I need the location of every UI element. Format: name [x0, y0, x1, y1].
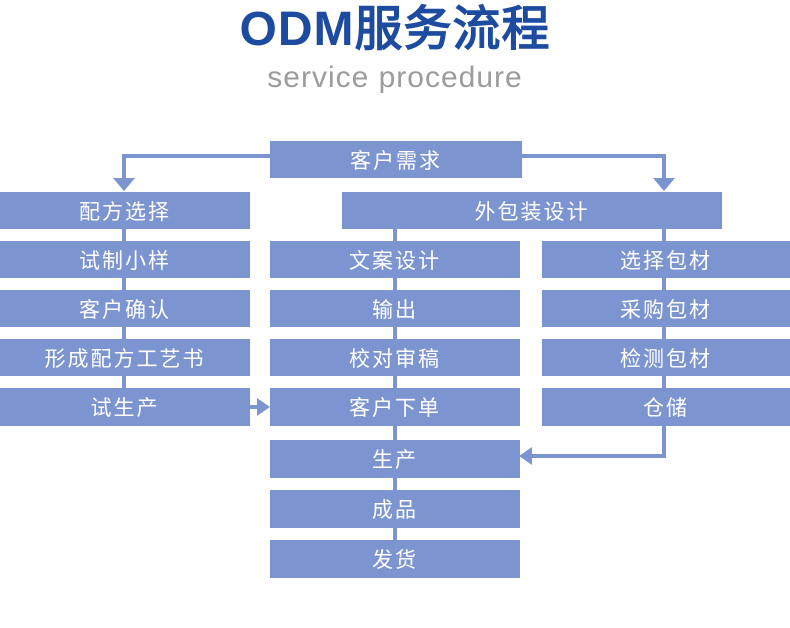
page-title: ODM服务流程 [239, 3, 551, 56]
node-outer-packaging-design: 外包装设计 [342, 192, 722, 229]
connector-right-column-vertical [662, 215, 666, 458]
node-copy-design: 文案设计 [270, 241, 520, 278]
node-trial-production: 试生产 [0, 388, 250, 426]
node-inspect-packaging: 检测包材 [542, 339, 790, 376]
arrowhead-into-production-icon [519, 447, 532, 465]
node-customer-demand: 客户需求 [270, 141, 522, 178]
node-output: 输出 [270, 290, 520, 327]
connector-trial-production-to-customer-order [250, 405, 258, 409]
node-customer-order: 客户下单 [270, 388, 520, 426]
connector-top-right-horizontal [522, 154, 666, 158]
node-production: 生产 [270, 440, 520, 478]
arrowhead-into-formula-selection-icon [113, 178, 135, 191]
node-formula-process-book: 形成配方工艺书 [0, 339, 250, 376]
node-customer-confirm: 客户确认 [0, 290, 250, 327]
arrowhead-into-outer-packaging-design-icon [653, 178, 675, 191]
page-subtitle: service procedure [267, 61, 523, 94]
node-trial-sample: 试制小样 [0, 241, 250, 278]
node-formula-selection: 配方选择 [0, 192, 250, 229]
node-warehousing: 仓储 [542, 388, 790, 426]
connector-top-left-vertical [122, 154, 126, 180]
connector-top-left-horizontal [122, 154, 270, 158]
node-shipment: 发货 [270, 540, 520, 578]
node-finished-product: 成品 [270, 490, 520, 528]
connector-warehousing-to-production-horizontal [530, 454, 666, 458]
node-purchase-packaging: 采购包材 [542, 290, 790, 327]
node-select-packaging: 选择包材 [542, 241, 790, 278]
node-proofreading: 校对审稿 [270, 339, 520, 376]
arrowhead-into-customer-order-icon [257, 398, 270, 416]
connector-top-right-vertical [662, 154, 666, 180]
connector-middle-column-vertical [393, 215, 397, 560]
